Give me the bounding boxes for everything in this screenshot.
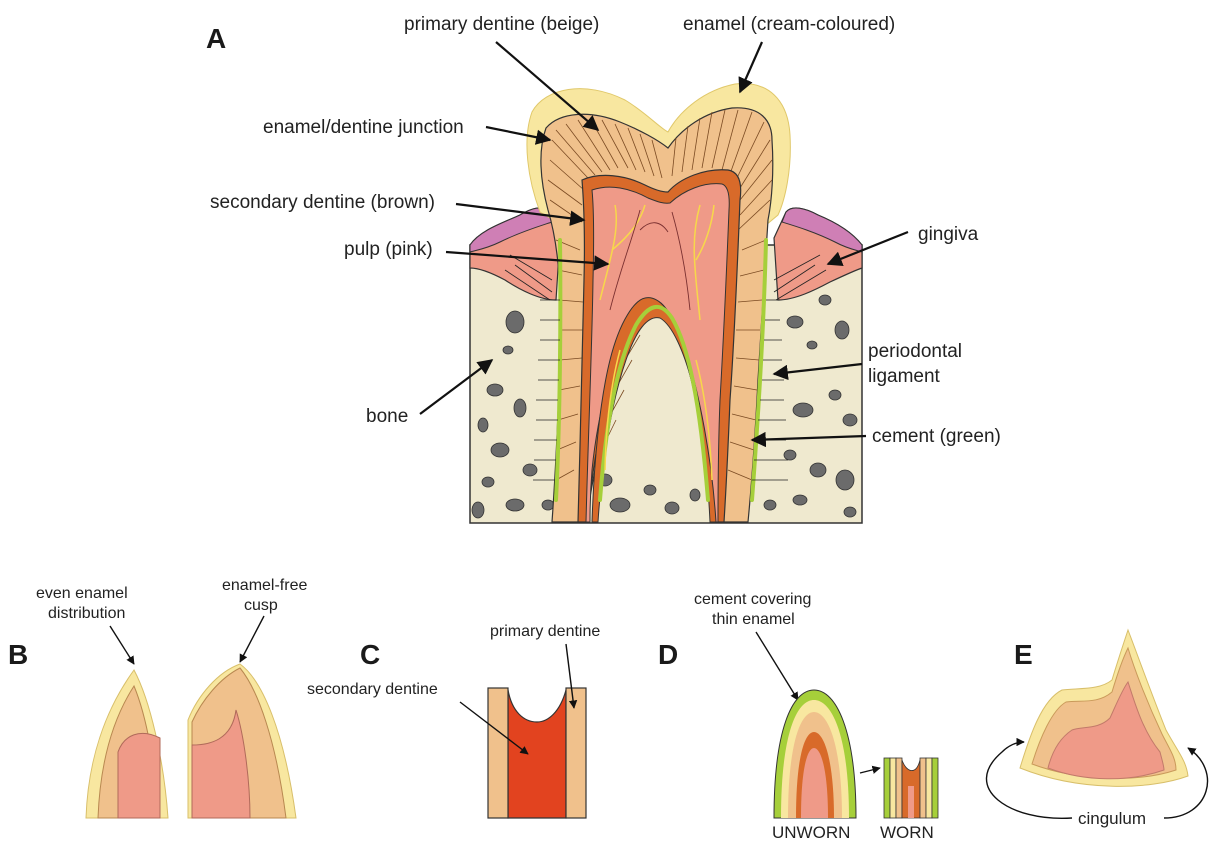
- panel-c: C primary dentine secondary dentine: [307, 623, 600, 818]
- label-pulp: pulp (pink): [344, 239, 433, 260]
- c-secondary: [508, 690, 566, 818]
- c-primary-right: [566, 688, 586, 818]
- label-c-secondary: secondary dentine: [307, 681, 438, 698]
- b-left-pulp: [118, 733, 160, 818]
- label-even-enamel-1: even enamel: [36, 585, 128, 602]
- label-unworn: UNWORN: [772, 823, 850, 842]
- label-cingulum: cingulum: [1078, 809, 1146, 828]
- label-secondary-dentine: secondary dentine (brown): [210, 192, 435, 213]
- label-enamel-free-2: cusp: [244, 597, 278, 614]
- c-primary-left: [488, 688, 508, 818]
- label-enamel-free-1: enamel-free: [222, 577, 307, 594]
- label-bone: bone: [366, 406, 408, 427]
- arrow-even-enamel: [110, 626, 134, 664]
- label-periodontal-2: ligament: [868, 366, 941, 387]
- d-worn-tooth: [884, 758, 938, 818]
- label-cement: cement (green): [872, 426, 1001, 447]
- panel-letter-d: D: [658, 639, 678, 670]
- label-even-enamel-2: distribution: [48, 605, 125, 622]
- label-periodontal-1: periodontal: [868, 341, 962, 362]
- panel-a: A: [206, 14, 1001, 523]
- panel-d: D cement covering thin enamel UNWORN WOR…: [658, 591, 938, 842]
- panel-letter-b: B: [8, 639, 28, 670]
- label-d-cement-1: cement covering: [694, 591, 811, 608]
- label-primary-dentine: primary dentine (beige): [404, 14, 599, 35]
- label-gingiva: gingiva: [918, 224, 979, 245]
- label-d-cement-2: thin enamel: [712, 611, 795, 628]
- panel-b: B even enamel distribution enamel-free c…: [8, 577, 307, 818]
- label-worn: WORN: [880, 823, 934, 842]
- label-enamel: enamel (cream-coloured): [683, 14, 895, 35]
- arrow-enamel-free: [240, 616, 264, 662]
- label-c-primary: primary dentine: [490, 623, 600, 640]
- panel-letter-a: A: [206, 23, 226, 54]
- panel-letter-c: C: [360, 639, 380, 670]
- label-junction: enamel/dentine junction: [263, 117, 464, 138]
- arrow-d-cement: [756, 632, 798, 700]
- arrow-d-worn: [860, 768, 880, 773]
- panel-letter-e: E: [1014, 639, 1033, 670]
- panel-e: E cingulum: [986, 630, 1207, 828]
